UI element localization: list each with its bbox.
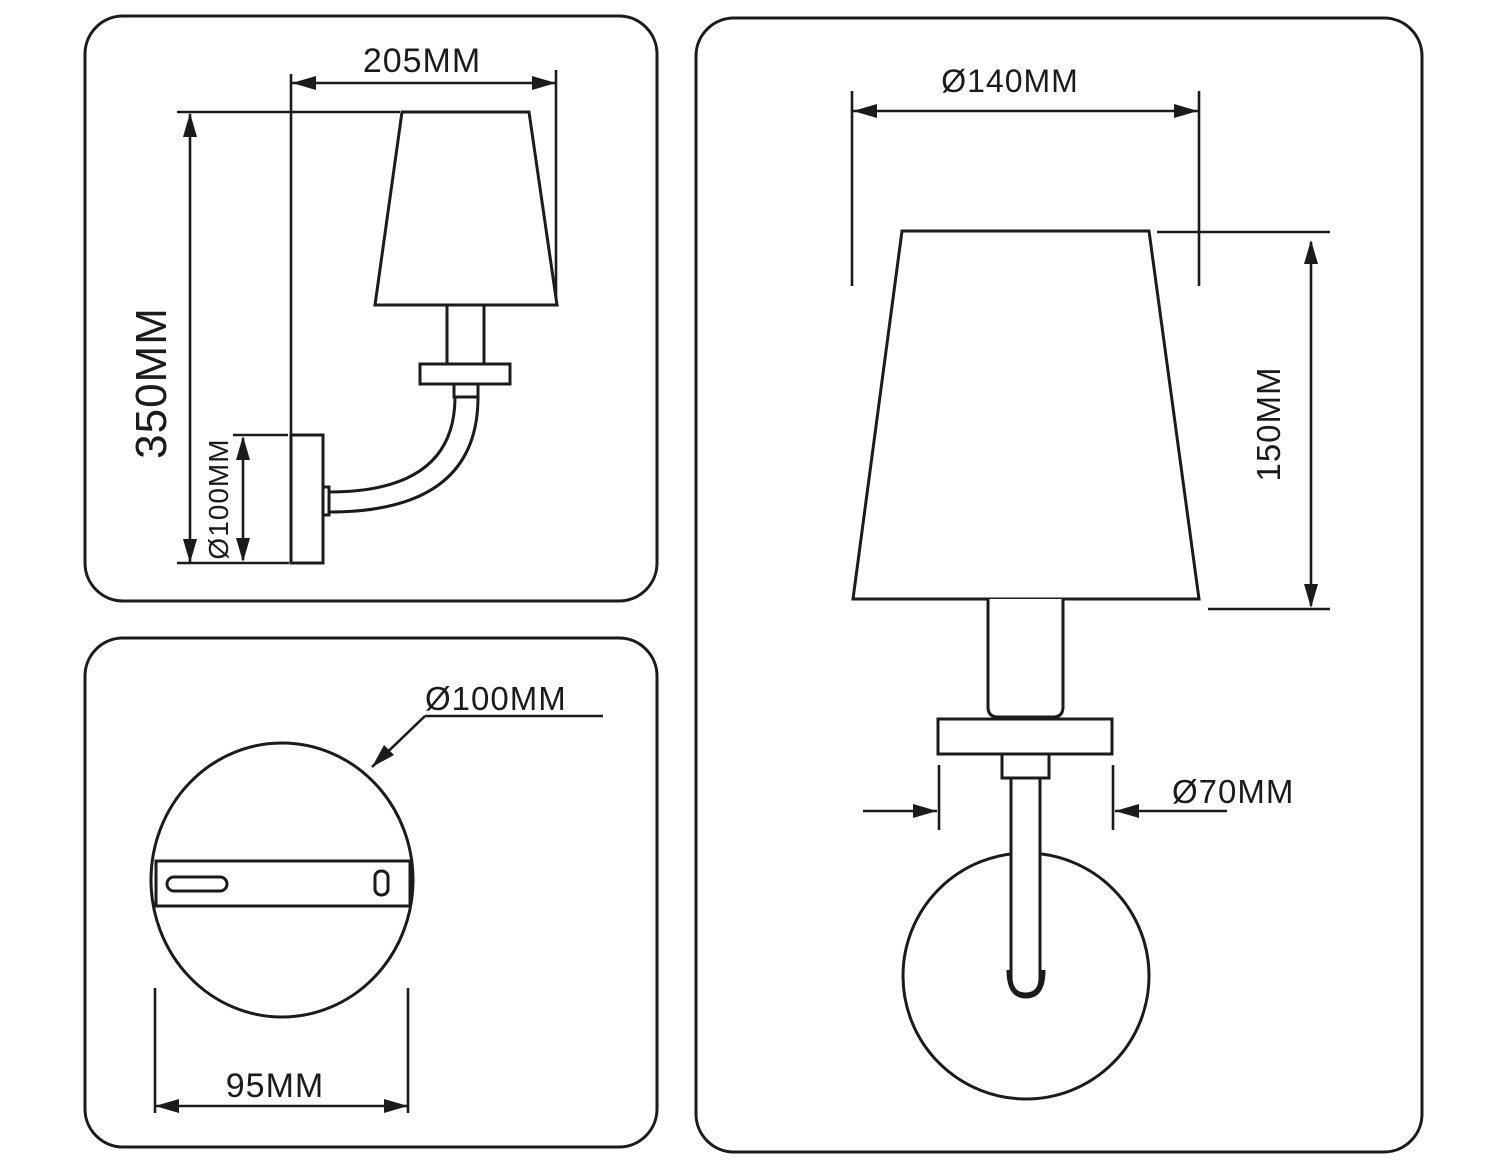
- shade-diameter-label: Ø140MM: [941, 63, 1079, 99]
- dimension-mount-width-95: 95MM: [153, 988, 410, 1113]
- side-width-label: 205MM: [363, 42, 481, 80]
- ornament-disc-side: [418, 362, 512, 386]
- wall-plate-side: [289, 433, 325, 565]
- arrowhead-right: [384, 1099, 408, 1113]
- arrowhead-down: [236, 538, 250, 562]
- panel-backplate-view: Ø100MM 95MM: [83, 636, 659, 1149]
- candle-stem-side: [445, 303, 486, 366]
- mount-width-label: 95MM: [226, 1067, 324, 1105]
- curved-arm-inner: [328, 396, 457, 494]
- panel-front-view: Ø140MM 150MM Ø70MM: [694, 16, 1424, 1154]
- ornament-disc-front: [936, 717, 1114, 756]
- dimension-backplate-100: Ø100MM: [203, 433, 288, 562]
- arrowhead-right: [1174, 104, 1198, 118]
- lamp-shade-side: [373, 110, 559, 307]
- backplate-diameter-label: Ø100MM: [425, 680, 567, 717]
- dimension-holder-diameter-70: Ø70MM: [863, 765, 1294, 830]
- arrowhead-up: [236, 436, 250, 460]
- arrowhead-right: [913, 804, 937, 818]
- leader-arrowhead: [372, 745, 394, 767]
- arrowhead-left: [1115, 804, 1139, 818]
- arrowhead-up: [1304, 240, 1318, 264]
- panel-side-view: 205MM 350MM Ø100MM: [83, 14, 659, 603]
- mounting-slot-right: [373, 869, 390, 897]
- callout-plate-diameter-100: Ø100MM: [371, 680, 603, 768]
- arrowhead-down: [183, 539, 197, 563]
- shade-height-label: 150MM: [1250, 366, 1287, 481]
- mounting-bar: [154, 859, 412, 908]
- arrowhead-up: [183, 113, 197, 137]
- curved-arm-outer: [328, 396, 480, 514]
- arrowhead-right: [532, 76, 556, 90]
- mounting-slot-left: [165, 875, 229, 893]
- arrowhead-left: [292, 76, 316, 90]
- lamp-shade-front: [851, 229, 1201, 601]
- holder-diameter-label: Ø70MM: [1172, 773, 1294, 810]
- arrowhead-left: [853, 104, 877, 118]
- side-height-label: 350MM: [127, 307, 176, 459]
- connector-block-front: [1000, 752, 1051, 780]
- dimension-height-350: 350MM: [127, 110, 400, 565]
- side-backplate-label: Ø100MM: [203, 438, 234, 559]
- dimension-width-205: 205MM: [289, 42, 558, 437]
- arm-tube-cap: [1006, 969, 1046, 999]
- connector-block-side: [452, 382, 480, 399]
- dimension-shade-diameter-140: Ø140MM: [850, 63, 1201, 286]
- arm-stub: [321, 485, 331, 517]
- dimension-shade-height-150: 150MM: [1157, 230, 1330, 611]
- arrowhead-left: [155, 1099, 179, 1113]
- arrowhead-down: [1304, 584, 1318, 608]
- candle-stem-front: [986, 599, 1065, 719]
- arm-tube-fill: [1011, 778, 1040, 994]
